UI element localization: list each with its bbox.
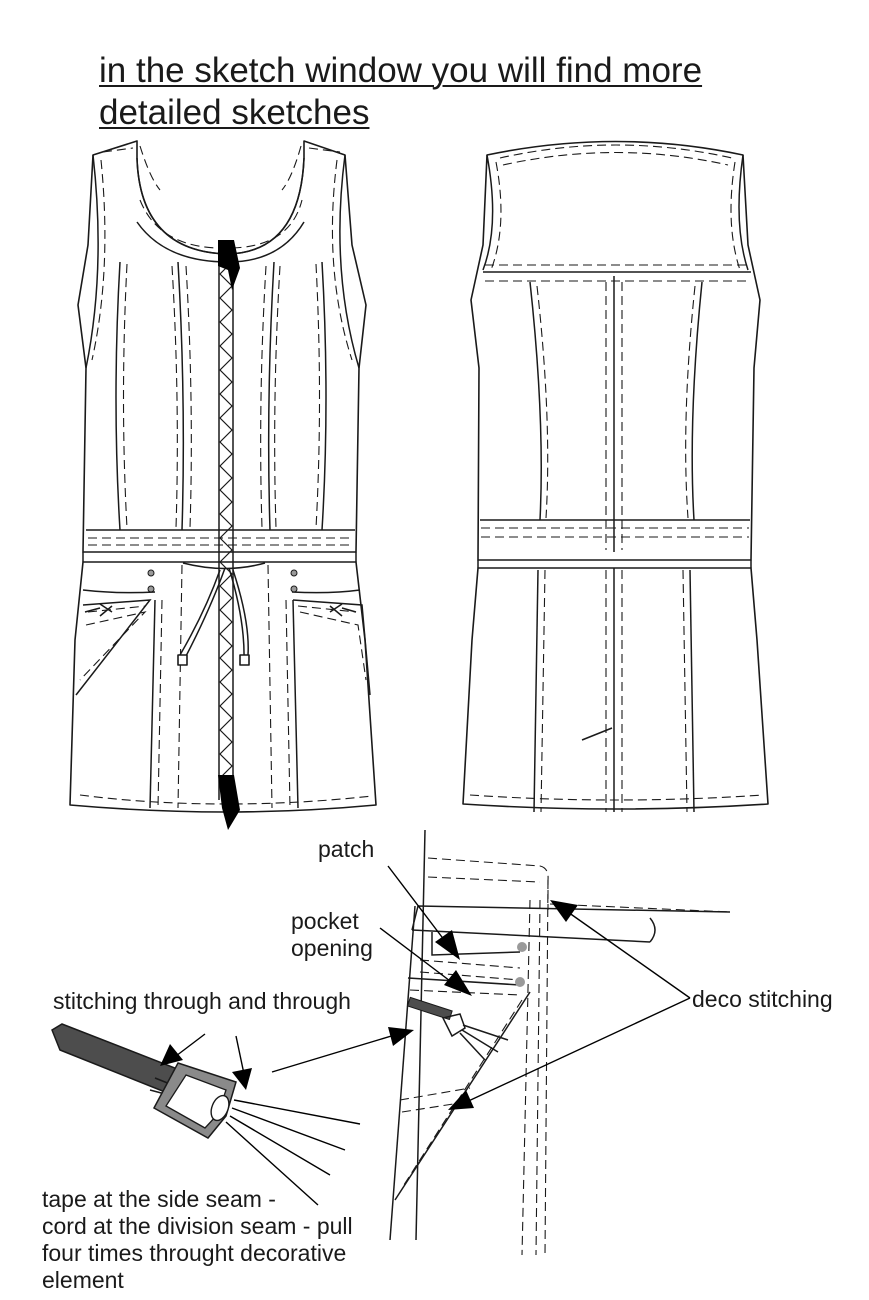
buckle-icon (51, 1023, 361, 1206)
rivet-icon (147, 585, 155, 593)
zip-puller-icon (218, 775, 240, 830)
front-view (69, 140, 377, 830)
rivet-icon (290, 569, 298, 577)
page-title: in the sketch window you will find more … (99, 50, 799, 134)
pocket-left (82, 589, 156, 594)
rivet-icon (515, 977, 525, 987)
front-bodice (77, 140, 367, 553)
leader-arrows (160, 865, 691, 1110)
back-skirt (462, 567, 769, 810)
rivet-icon (290, 585, 298, 593)
label-stitching-through: stitching through and through (53, 988, 351, 1014)
label-pocket-opening-line-1: pocket (291, 908, 359, 934)
side-tape (406, 996, 453, 1021)
back-view (462, 140, 769, 813)
label-pocket-opening: pocket opening (291, 908, 373, 962)
tape-note-line-1: tape at the side seam - (42, 1186, 276, 1212)
pocket-right (291, 589, 361, 594)
cord-stopper (177, 654, 188, 666)
rivet-icon (517, 942, 527, 952)
title-line-2: detailed sketches (99, 93, 370, 132)
tape-note-line-2: cord at the division seam - pull (42, 1213, 353, 1239)
label-tape-note: tape at the side seam - cord at the divi… (42, 1186, 353, 1294)
label-deco-stitching: deco stitching (692, 986, 833, 1012)
title-line-1: in the sketch window you will find more (99, 51, 703, 90)
label-patch: patch (318, 836, 375, 862)
tape-note-line-4: element (42, 1267, 124, 1293)
tape-note-line-3: four times throught decorative (42, 1240, 347, 1266)
cord-stopper (239, 654, 250, 666)
center-front-zipper (219, 249, 233, 791)
zip-puller-icon (218, 240, 240, 290)
back-bodice (470, 140, 761, 561)
detail-view (51, 829, 731, 1256)
rivet-icon (147, 569, 155, 577)
label-pocket-opening-line-2: opening (291, 935, 373, 961)
